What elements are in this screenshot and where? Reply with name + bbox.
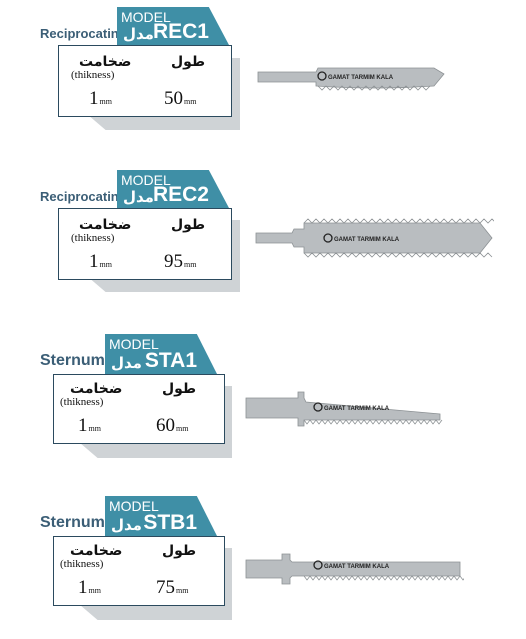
length-label-fa: طول bbox=[171, 54, 206, 70]
model-tab: MODEL مدل REC2 bbox=[117, 170, 229, 208]
model-word: MODEL bbox=[121, 172, 171, 188]
thickness-label-fa: ضخامت bbox=[79, 217, 132, 233]
thickness-label-en: (thikness) bbox=[60, 558, 104, 570]
product-stb1: Sternum MODEL مدل STB1 ضخامت (thikness) … bbox=[0, 492, 526, 639]
length-value: 75mm bbox=[156, 577, 189, 598]
model-word: MODEL bbox=[109, 498, 159, 514]
type-label: Sternum bbox=[40, 352, 105, 369]
product-rec2: Reciprocating MODEL مدل REC2 ضخامت (thik… bbox=[0, 165, 526, 315]
thickness-value: 1mm bbox=[89, 251, 112, 272]
model-fa: مدل bbox=[111, 354, 142, 372]
spec-card: ضخامت (thikness) طول 1mm 75mm bbox=[53, 536, 225, 606]
thickness-label-fa: ضخامت bbox=[70, 381, 123, 397]
blade-brand: GAMAT TARMIM KALA bbox=[324, 564, 390, 570]
model-code: STB1 bbox=[143, 511, 197, 534]
gamat-logo-icon bbox=[313, 560, 323, 570]
length-label-fa: طول bbox=[171, 217, 206, 233]
model-tab: MODEL مدل REC1 bbox=[117, 7, 229, 45]
spec-card: ضخامت (thikness) طول 1mm 50mm bbox=[58, 45, 232, 117]
saw-blade-stb1: GAMAT TARMIM KALA bbox=[245, 553, 464, 585]
product-sta1: Sternum MODEL مدل STA1 ضخامت (thikness) … bbox=[0, 330, 526, 480]
thickness-label-en: (thikness) bbox=[71, 69, 115, 81]
thickness-value: 1mm bbox=[78, 415, 101, 436]
thickness-label-en: (thikness) bbox=[71, 232, 115, 244]
length-value: 60mm bbox=[156, 415, 189, 436]
product-rec1: Reciprocating MODEL مدل REC1 ضخامت (thik… bbox=[0, 0, 526, 150]
thickness-label-fa: ضخامت bbox=[79, 54, 132, 70]
model-word: MODEL bbox=[121, 9, 171, 25]
spec-card: ضخامت (thikness) طول 1mm 95mm bbox=[58, 208, 232, 280]
saw-blade-rec1: GAMAT TARMIM KALA bbox=[257, 67, 445, 91]
length-value: 95mm bbox=[164, 251, 197, 272]
model-fa: مدل bbox=[123, 25, 154, 43]
thickness-value: 1mm bbox=[89, 88, 112, 109]
model-code: STA1 bbox=[144, 349, 197, 372]
blade-brand: GAMAT TARMIM KALA bbox=[334, 237, 400, 243]
gamat-logo-icon bbox=[317, 71, 327, 81]
model-tab: MODEL مدل STA1 bbox=[105, 334, 217, 374]
model-fa: مدل bbox=[123, 188, 154, 206]
saw-blade-rec2: GAMAT TARMIM KALA bbox=[255, 218, 494, 258]
gamat-logo-icon bbox=[313, 402, 323, 412]
gamat-logo-icon bbox=[323, 233, 333, 243]
model-word: MODEL bbox=[109, 336, 159, 352]
length-label-fa: طول bbox=[162, 543, 197, 559]
type-label: Sternum bbox=[40, 514, 105, 531]
length-value: 50mm bbox=[164, 88, 197, 109]
model-code: REC2 bbox=[152, 183, 209, 206]
thickness-label-fa: ضخامت bbox=[70, 543, 123, 559]
model-fa: مدل bbox=[111, 516, 142, 534]
thickness-label-en: (thikness) bbox=[60, 396, 104, 408]
type-label: Reciprocating bbox=[40, 189, 127, 204]
model-code: REC1 bbox=[152, 20, 209, 43]
saw-blade-sta1: GAMAT TARMIM KALA bbox=[245, 391, 443, 427]
blade-brand: GAMAT TARMIM KALA bbox=[324, 406, 390, 412]
blade-brand: GAMAT TARMIM KALA bbox=[328, 75, 394, 81]
type-label: Reciprocating bbox=[40, 26, 127, 41]
length-label-fa: طول bbox=[162, 381, 197, 397]
spec-card: ضخامت (thikness) طول 1mm 60mm bbox=[53, 374, 225, 444]
thickness-value: 1mm bbox=[78, 577, 101, 598]
model-tab: MODEL مدل STB1 bbox=[105, 496, 217, 536]
